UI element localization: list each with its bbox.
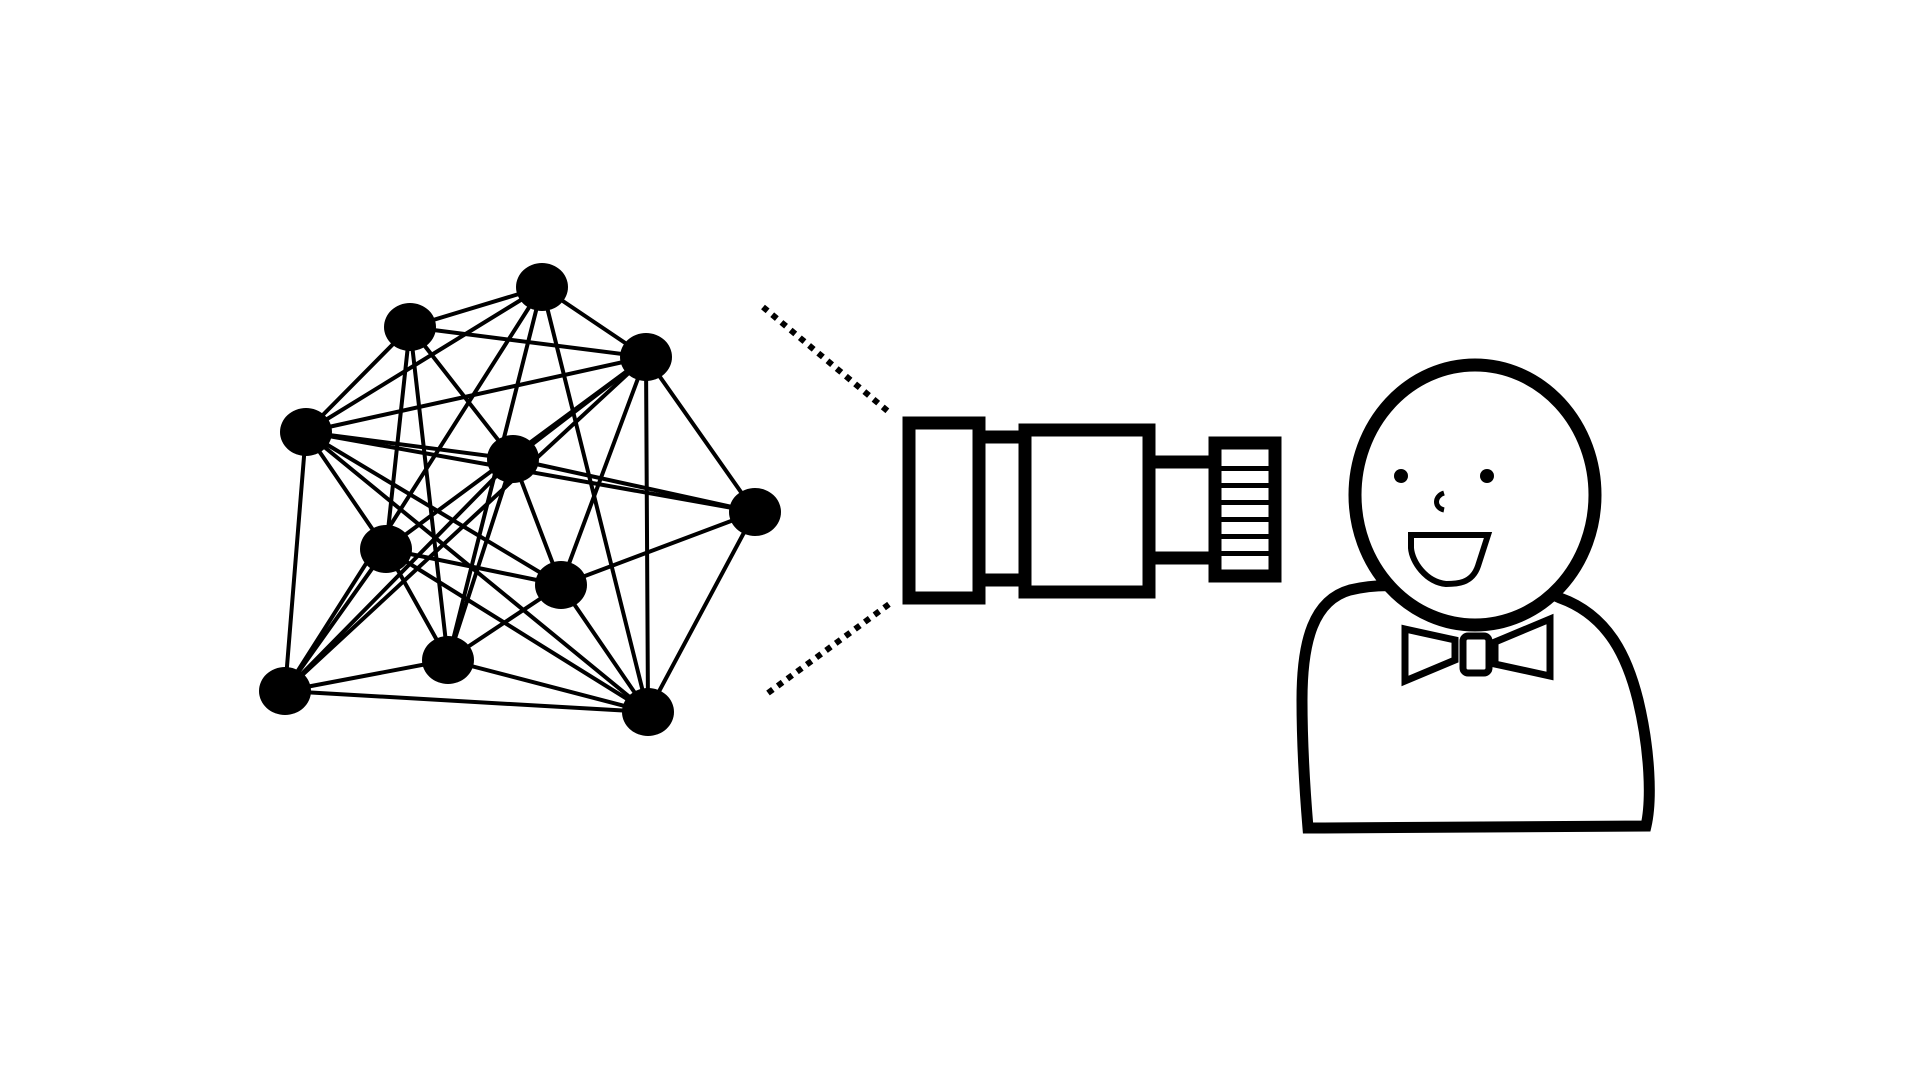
network-edge (384, 325, 412, 551)
network-edge (283, 355, 648, 693)
sight-line-upper (761, 304, 892, 416)
sight-line-lower (766, 599, 894, 696)
network-edge (559, 355, 648, 587)
telescope-eyepiece (1208, 436, 1282, 583)
network-edge (646, 510, 757, 714)
person-left-eye (1394, 469, 1408, 483)
network-edge (644, 355, 650, 714)
network-node (280, 408, 332, 456)
network-edge (511, 457, 757, 514)
network-node (384, 303, 436, 351)
network-node (535, 561, 587, 609)
telescope-icon (902, 416, 1282, 605)
network-edge (283, 285, 544, 693)
network-edge (408, 325, 450, 662)
network-edge (283, 430, 308, 693)
telescope-connector-1 (972, 430, 1032, 587)
network-node (729, 488, 781, 536)
smiling-person-with-bowtie-icon (1296, 358, 1655, 834)
person-head (1348, 358, 1602, 632)
person-nose (1434, 490, 1446, 513)
network-edge (446, 457, 515, 662)
network-node (422, 636, 474, 684)
network-node (622, 688, 674, 736)
network-edge (384, 547, 563, 587)
network-edge (408, 325, 515, 461)
person-right-eye (1480, 469, 1494, 483)
bowtie-left-wing (1401, 624, 1459, 687)
telescope-eyepiece-grip (1215, 466, 1275, 556)
person-mouth (1408, 532, 1493, 588)
network-node (259, 667, 311, 715)
network-edge (446, 658, 650, 714)
network-node (516, 263, 568, 311)
network-node (487, 435, 539, 483)
telescope-objective-tube (902, 416, 986, 605)
network-edge (644, 355, 757, 514)
telescope-sight-lines (761, 304, 894, 696)
network-node (360, 525, 412, 573)
network-edge (283, 658, 450, 693)
telescope-connector-2 (1142, 455, 1222, 565)
network-edge (283, 689, 650, 714)
network-nodes (259, 263, 781, 736)
network-node (620, 333, 672, 381)
bowtie (1401, 613, 1554, 687)
bowtie-right-wing (1491, 613, 1554, 681)
network-edge (408, 325, 648, 359)
network-edge (304, 430, 563, 587)
network-edge (384, 547, 650, 714)
network-edges (283, 285, 757, 714)
network-edge (304, 285, 544, 434)
network-graph-icon (259, 263, 781, 736)
network-edge (559, 583, 650, 714)
bowtie-knot (1459, 632, 1493, 677)
network-edge (304, 355, 648, 434)
telescope-middle-tube (1018, 423, 1156, 599)
network-edge (559, 510, 757, 587)
